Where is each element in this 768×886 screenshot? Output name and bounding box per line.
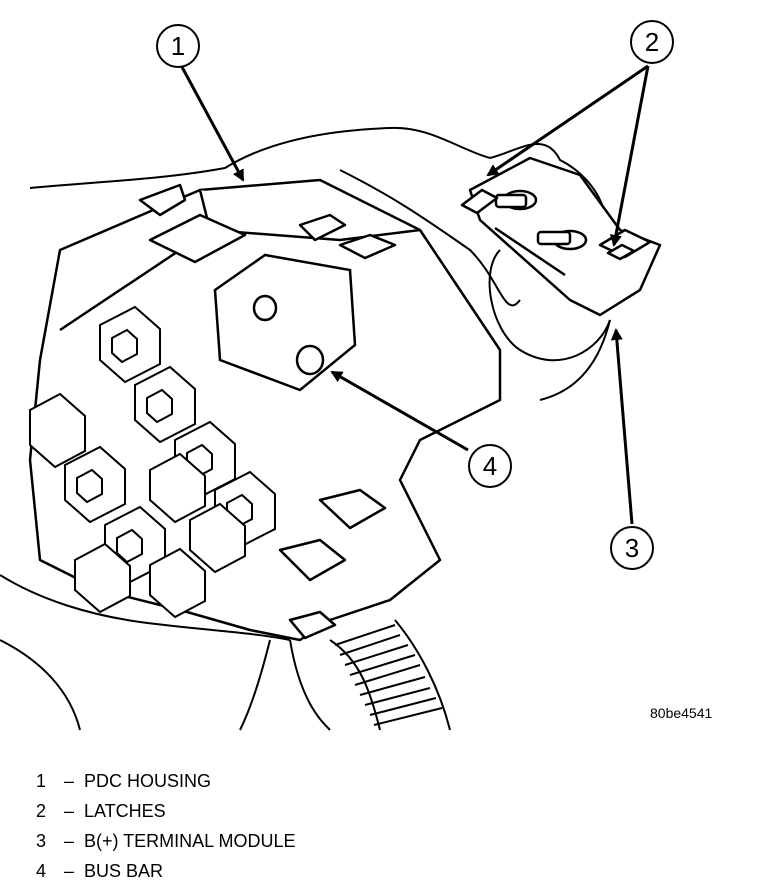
legend-item: 4–BUS BAR: [36, 856, 296, 886]
legend-number: 1: [36, 771, 47, 791]
legend: 1–PDC HOUSING 2–LATCHES 3–B(+) TERMINAL …: [36, 766, 296, 886]
legend-separator: –: [63, 831, 74, 851]
callout-1: 1: [156, 24, 200, 68]
legend-separator: –: [63, 771, 74, 791]
b-plus-terminal-module: [460, 156, 662, 317]
hand-outline: [0, 126, 611, 731]
legend-label: PDC HOUSING: [84, 771, 212, 791]
callout-3: 3: [610, 526, 654, 570]
legend-item: 1–PDC HOUSING: [36, 766, 296, 796]
callout-4-number: 4: [483, 451, 497, 481]
legend-item: 2–LATCHES: [36, 796, 296, 826]
legend-separator: –: [63, 801, 74, 821]
legend-label: BUS BAR: [84, 861, 164, 881]
legend-separator: –: [63, 861, 74, 881]
legend-label: B(+) TERMINAL MODULE: [84, 831, 296, 851]
figure-reference-code: 80be4541: [650, 705, 713, 721]
callout-2-number: 2: [645, 27, 659, 57]
callout-1-number: 1: [171, 31, 185, 61]
pdc-illustration: 1 2 3 4: [0, 20, 674, 731]
callout-4: 4: [468, 444, 512, 488]
legend-item: 3–B(+) TERMINAL MODULE: [36, 826, 296, 856]
terminal-cavities: [29, 305, 276, 619]
legend-label: LATCHES: [84, 801, 166, 821]
bus-bar: [213, 253, 357, 392]
callout-2: 2: [630, 20, 674, 64]
wiring-conduit: [329, 619, 451, 731]
legend-number: 3: [36, 831, 47, 851]
legend-number: 2: [36, 801, 47, 821]
callout-3-number: 3: [625, 533, 639, 563]
callout-arrows: [180, 64, 650, 525]
legend-number: 4: [36, 861, 47, 881]
